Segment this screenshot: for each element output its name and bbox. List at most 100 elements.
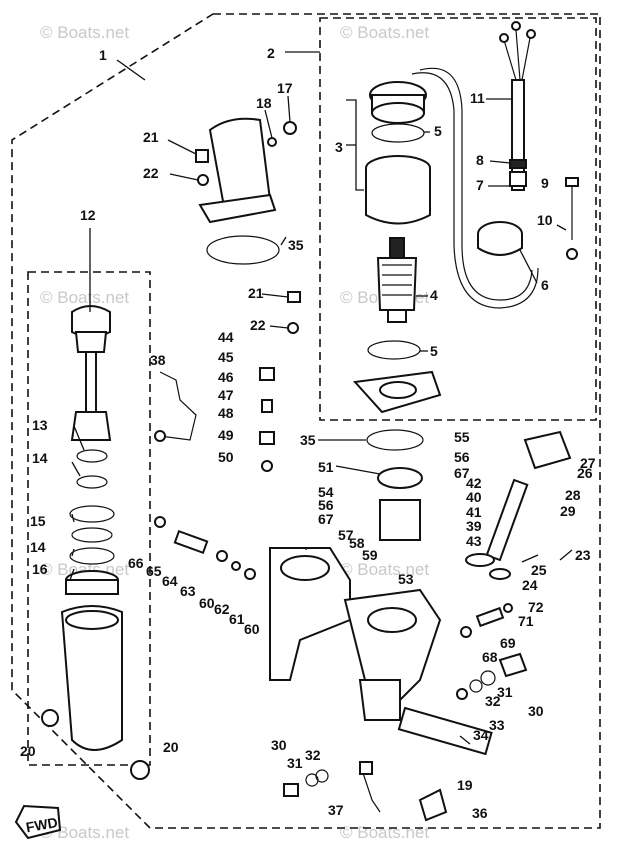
pump-body <box>154 367 572 822</box>
callout-label: 63 <box>180 583 196 599</box>
callout-label: 42 <box>466 475 482 491</box>
callout-label: 60 <box>244 621 260 637</box>
callout-label: 15 <box>30 513 46 529</box>
callout-label: 2 <box>267 45 275 61</box>
callout-label: 66 <box>128 555 144 571</box>
callout-label: 68 <box>482 649 498 665</box>
callout-label: 10 <box>537 212 553 228</box>
callout-label: 30 <box>528 703 544 719</box>
callout-label: 45 <box>218 349 234 365</box>
callout-label: 5 <box>434 123 442 139</box>
callout-label: 58 <box>349 535 365 551</box>
callout-label: 17 <box>277 80 293 96</box>
callout-label: 57 <box>338 527 354 543</box>
callout-label: 47 <box>218 387 234 403</box>
callout-label: 61 <box>229 611 245 627</box>
motor-boundary <box>319 17 597 421</box>
callout-label: 13 <box>32 417 48 433</box>
callout-label: 16 <box>32 561 48 577</box>
callout-label: 46 <box>218 369 234 385</box>
callout-label: 4 <box>430 287 438 303</box>
callout-label: 34 <box>473 727 489 743</box>
callout-label: 3 <box>335 139 343 155</box>
callout-label: 28 <box>565 487 581 503</box>
callout-label: 71 <box>518 613 534 629</box>
callout-label: 29 <box>560 503 576 519</box>
assembly-boundary <box>11 13 601 829</box>
callout-label: 19 <box>457 777 473 793</box>
watermark: © Boats.net <box>40 23 129 42</box>
callout-label: 53 <box>398 571 414 587</box>
callout-label: 69 <box>500 635 516 651</box>
callout-label: 35 <box>288 237 304 253</box>
callout-label: 5 <box>430 343 438 359</box>
callout-label: 25 <box>531 562 547 578</box>
callout-label: 18 <box>256 95 272 111</box>
callout-label: 33 <box>489 717 505 733</box>
motor-assembly <box>352 21 579 414</box>
callout-label: 60 <box>199 595 215 611</box>
callout-label: 24 <box>522 577 538 593</box>
callout-label: 9 <box>541 175 549 191</box>
callout-label: 31 <box>287 755 303 771</box>
callout-label: 21 <box>248 285 264 301</box>
callout-label: 59 <box>362 547 378 563</box>
callout-label: 22 <box>250 317 266 333</box>
callout-label: 64 <box>162 573 178 589</box>
callout-label: 49 <box>218 427 234 443</box>
watermark: © Boats.net <box>340 560 429 579</box>
callout-labels: 1 2 3 4 5 5 5 6 7 8 9 10 11 12 13 14 14 … <box>20 45 596 821</box>
callout-label: 32 <box>305 747 321 763</box>
cylinder-boundary <box>27 271 151 766</box>
callout-label: 43 <box>466 533 482 549</box>
cylinder-assembly <box>41 305 150 780</box>
callout-label: 54 <box>318 484 334 500</box>
callout-label: 20 <box>163 739 179 755</box>
callout-label: 31 <box>497 684 513 700</box>
callout-label: 12 <box>80 207 96 223</box>
callout-label: 39 <box>466 518 482 534</box>
callout-label: 14 <box>32 450 48 466</box>
leader-lines <box>69 95 573 745</box>
callout-label: 37 <box>328 802 344 818</box>
watermark: © Boats.net <box>340 823 429 842</box>
watermark: © Boats.net <box>40 288 129 307</box>
callout-label: 51 <box>318 459 334 475</box>
callout-label: 27 <box>580 455 596 471</box>
callout-label: 11 <box>470 90 485 106</box>
watermark: © Boats.net <box>40 823 129 842</box>
callout-label: 35 <box>300 432 316 448</box>
callout-label: 41 <box>466 504 482 520</box>
callout-label: 26 <box>577 465 593 481</box>
callout-label: 32 <box>485 693 501 709</box>
callout-label: 8 <box>476 152 484 168</box>
callout-label: 44 <box>218 329 234 345</box>
callout-label: 23 <box>575 547 591 563</box>
callout-label: 22 <box>143 165 159 181</box>
callout-label: 21 <box>143 129 159 145</box>
callout-label: 55 <box>454 429 470 445</box>
callout-label: 56 <box>454 449 470 465</box>
callout-label: 36 <box>472 805 488 821</box>
callout-label: 48 <box>218 405 234 421</box>
callout-label: 65 <box>146 563 162 579</box>
callout-label: 38 <box>150 352 166 368</box>
callout-label: 62 <box>214 601 230 617</box>
callout-label: 50 <box>218 449 234 465</box>
callout-label: 14 <box>30 539 46 555</box>
callout-label: 6 <box>541 277 549 293</box>
callout-label: 67 <box>318 511 334 527</box>
callout-label: 30 <box>271 737 287 753</box>
callout-label: 40 <box>466 489 482 505</box>
callout-label: 7 <box>476 177 484 193</box>
callout-label: 1 <box>99 47 107 63</box>
callout-label: 20 <box>20 743 36 759</box>
callout-label: 67 <box>454 465 470 481</box>
fwd-arrow: FWD <box>14 804 62 840</box>
callout-label: 56 <box>318 497 334 513</box>
fwd-label: FWD <box>25 814 59 835</box>
callout-label: 72 <box>528 599 544 615</box>
watermark: © Boats.net <box>340 23 429 42</box>
